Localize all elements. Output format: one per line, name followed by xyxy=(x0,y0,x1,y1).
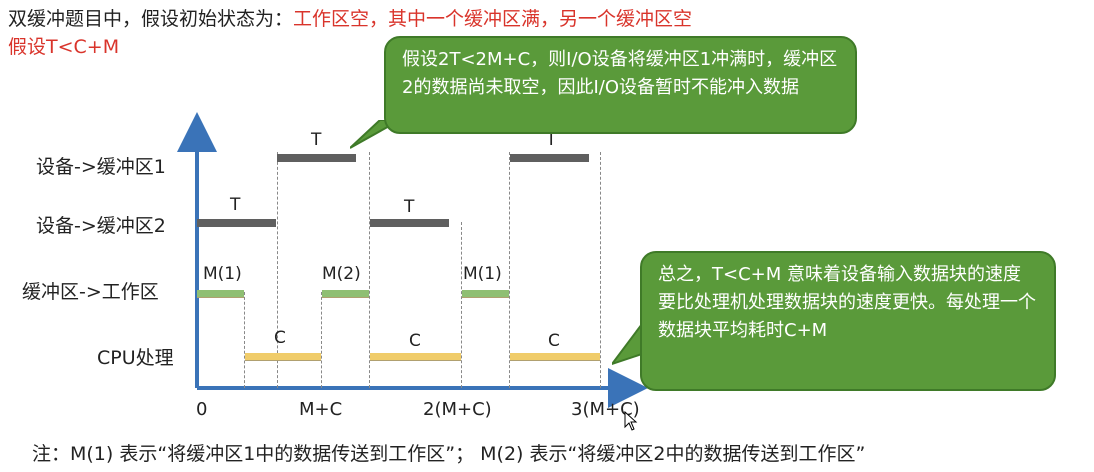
bar-cpu xyxy=(245,353,321,361)
callout-right: 总之，T<C+M 意味着设备输入数据块的速度要比处理机处理数据块的速度更快。每处… xyxy=(640,251,1056,391)
mouse-cursor-icon xyxy=(624,411,638,431)
tick-m-plus-c: M+C xyxy=(299,399,343,420)
guide-line xyxy=(277,152,278,388)
row-label-device-buffer1: 设备->缓冲区1 xyxy=(36,156,166,178)
segment-label-t: T xyxy=(311,130,322,150)
callout-top-text: 假设2T<2M+C，则I/O设备将缓冲区1冲满时，缓冲区2的数据尚未取空，因此I… xyxy=(402,49,838,98)
tick-2-m-plus-c: 2(M+C) xyxy=(423,399,492,420)
segment-label-c: C xyxy=(409,331,421,351)
assumption-text: 假设T<C+M xyxy=(8,36,120,58)
bar-cpu xyxy=(370,353,461,361)
bar-transfer-m1 xyxy=(197,290,244,298)
segment-label-t: T xyxy=(404,197,415,217)
guide-line xyxy=(321,292,322,388)
bar-cpu xyxy=(510,353,600,361)
segment-label-m1: M(1) xyxy=(463,264,502,284)
title-red: 工作区空，其中一个缓冲区满，另一个缓冲区空 xyxy=(293,8,693,30)
bar-device-buffer1 xyxy=(510,154,589,162)
segment-label-c: C xyxy=(274,328,286,348)
callout-right-text: 总之，T<C+M 意味着设备输入数据块的速度要比处理机处理数据块的速度更快。每处… xyxy=(658,264,1036,341)
row-label-device-buffer2: 设备->缓冲区2 xyxy=(36,215,166,237)
guide-line xyxy=(244,292,245,388)
callout-right-pointer xyxy=(612,324,642,366)
guide-line xyxy=(461,222,462,388)
row-label-buffer-workarea: 缓冲区->工作区 xyxy=(22,281,159,303)
bar-transfer-m2 xyxy=(322,290,369,298)
segment-label-t: T xyxy=(230,195,241,215)
tick-3-m-plus-c: 3(M+C) xyxy=(571,399,640,420)
title-prefix: 双缓冲题目中，假设初始状态为： xyxy=(8,8,294,30)
tick-zero: 0 xyxy=(196,399,208,420)
segment-label-m2: M(2) xyxy=(322,264,361,284)
header-title: 双缓冲题目中，假设初始状态为：工作区空，其中一个缓冲区满，另一个缓冲区空 xyxy=(8,4,692,31)
bar-device-buffer2 xyxy=(370,219,449,227)
guide-line xyxy=(369,152,370,388)
segment-label-c: C xyxy=(548,331,560,351)
guide-line xyxy=(600,152,601,388)
bar-device-buffer2 xyxy=(197,219,276,227)
callout-top: 假设2T<2M+C，则I/O设备将缓冲区1冲满时，缓冲区2的数据尚未取空，因此I… xyxy=(384,36,857,134)
segment-label-m1: M(1) xyxy=(203,264,242,284)
footnote: 注：M(1) 表示“将缓冲区1中的数据传送到工作区”； M(2) 表示“将缓冲区… xyxy=(32,443,866,465)
segment-label-t: T xyxy=(546,130,557,150)
row-label-cpu: CPU处理 xyxy=(97,347,174,369)
guide-line xyxy=(509,152,510,388)
bar-device-buffer1 xyxy=(277,154,356,162)
bar-transfer-m1 xyxy=(462,290,509,298)
